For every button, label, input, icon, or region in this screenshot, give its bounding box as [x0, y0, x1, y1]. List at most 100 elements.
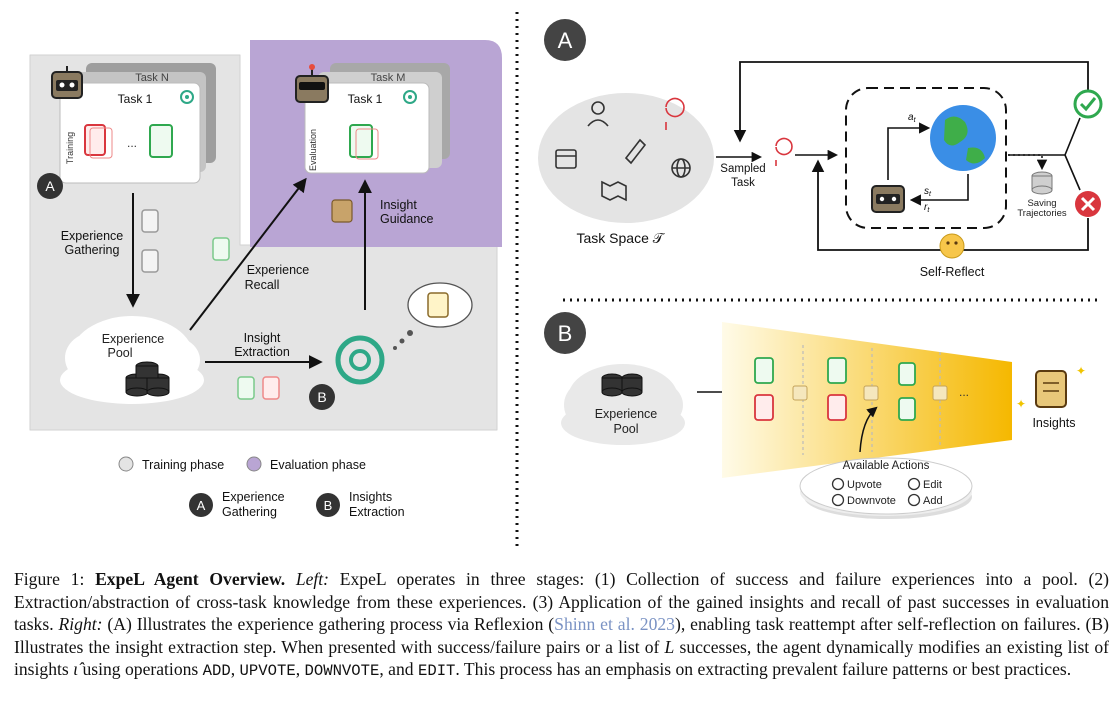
pencil-icon [907, 477, 921, 491]
experience-pool-label-2: Pool [107, 346, 132, 360]
saving-trajectories-label-2: Trajectories [1017, 208, 1067, 219]
legend-a-badge [189, 493, 213, 517]
legend-b-label-2: Extraction [349, 505, 405, 519]
legend-b-badge-text: B [324, 498, 333, 513]
calendar-question-icon [555, 149, 577, 169]
funnel-scroll-1 [792, 385, 808, 401]
legend-b-label-1: Insights [349, 490, 392, 504]
insight-guidance-label-1: Insight [380, 198, 417, 212]
cool-robot-icon [295, 64, 329, 103]
legend-b-badge [316, 493, 340, 517]
experience-pool-label-1: Experience [102, 332, 165, 346]
evaluation-label: Evaluation [308, 129, 318, 171]
experience-recall-arrow [189, 177, 307, 331]
insight-extraction-label-1: Insight [244, 331, 281, 345]
robot-icon [51, 66, 83, 99]
thinking-face-icon [939, 233, 965, 259]
failure-doc-small [262, 376, 280, 400]
map-question-icon [601, 180, 627, 202]
success-doc-small [237, 376, 255, 400]
thought-cloud-scroll-icon [407, 282, 473, 328]
saving-trajectories-arrow [1008, 154, 1048, 171]
person-question-icon [587, 101, 609, 127]
evaluation-task-stack: Task M Task 1 Evaluation [304, 63, 450, 174]
legend-evaluation-label: Evaluation phase [270, 458, 366, 472]
saving-trajectories-label-1: Saving [1027, 198, 1056, 209]
earth-globe-icon [930, 105, 996, 171]
badge-b-left-text: B [317, 389, 326, 405]
left-panel: Task N Task 1 Training ... A Experience … [29, 40, 502, 431]
legend-training-swatch [118, 456, 134, 472]
funnel-ellipsis: ... [959, 385, 969, 399]
right-label: Right: [58, 614, 103, 635]
right-text-5: . This process has an emphasis on extrac… [455, 659, 1072, 680]
downvote-label: Downvote [847, 495, 896, 507]
success-doc-icon [149, 124, 173, 158]
experience-pool-b-label-2: Pool [613, 422, 638, 436]
funnel-success-doc-2 [827, 357, 847, 384]
add-label: Add [923, 495, 943, 507]
right-panel-b: B Experience Pool ... [544, 312, 1086, 519]
funnel-failure-doc-2 [827, 394, 847, 421]
funnel-success-doc-4 [898, 397, 916, 421]
insights-label: Insights [1032, 416, 1075, 430]
legend-a-label-1: Experience [222, 490, 285, 504]
thumbs-down-icon [831, 493, 845, 507]
database-icon-b [601, 373, 643, 397]
failure-doc-icon [84, 124, 106, 156]
insights-scroll-icon: ✦ ✦ [1016, 364, 1086, 411]
badge-a-right-text: A [558, 28, 573, 53]
funnel-failure-doc [754, 394, 774, 421]
left-text: ExpeL operates in three stages: (1) Coll… [14, 569, 1109, 635]
svg-text:✦: ✦ [1076, 364, 1086, 378]
badge-a-right [544, 19, 586, 61]
figure-caption: Figure 1: ExpeL Agent Overview. Left: Ex… [14, 569, 1109, 681]
agent-robot-icon [871, 185, 905, 213]
insight-extraction-label-2: Extraction [234, 345, 290, 359]
left-label: Left: [295, 569, 330, 589]
reward-label: rt [924, 202, 930, 214]
badge-b-left [309, 384, 335, 410]
badge-b-right [544, 312, 586, 354]
openai-icon-eval [403, 90, 417, 104]
and-word: and [388, 659, 414, 680]
add-action: Add [907, 493, 943, 507]
success-doc-eval [349, 124, 373, 158]
legend-training-label: Training phase [142, 458, 224, 472]
badge-a-left [37, 173, 63, 199]
success-check-icon [1073, 89, 1103, 119]
task-m-label: Task M [371, 72, 406, 84]
experience-recall-label-1: Experience [247, 263, 310, 277]
scroll-icon [331, 199, 353, 223]
outcome-branch [1008, 117, 1081, 191]
svg-text:✦: ✦ [1016, 397, 1026, 411]
eval-task-1-label: Task 1 [348, 92, 383, 106]
agent-env-loop-box [845, 87, 1007, 229]
actions-to-funnel-arrow [859, 406, 878, 453]
funnel-scroll-3 [932, 385, 948, 401]
right-text-3: successes, the agent dynamically modifie… [14, 636, 1109, 680]
funnel-success-doc [754, 357, 774, 384]
citation-link[interactable]: Shinn et al. 2023 [554, 614, 675, 635]
legend-evaluation-swatch [246, 456, 262, 472]
training-label: Training [65, 132, 75, 164]
location-question-icon [665, 97, 685, 130]
gray-doc-icons [141, 209, 159, 273]
figure-title: ExpeL Agent Overview. [95, 569, 286, 589]
upvote-label: Upvote [847, 479, 882, 491]
task-1-label: Task 1 [118, 92, 153, 106]
right-text-1: (A) Illustrates the experience gathering… [107, 614, 555, 635]
experience-gathering-label-2: Gathering [65, 243, 120, 257]
success-doc-recall [212, 237, 230, 261]
sampled-task-label-1: Sampled [720, 163, 765, 175]
legend-a-label-2: Gathering [222, 505, 277, 519]
op-add: ADD [202, 662, 231, 681]
state-label: st [924, 186, 932, 198]
edit-action: Edit [907, 477, 942, 491]
right-text-2: ), enabling task reattempt after self-re… [14, 614, 1109, 657]
experience-recall-label-2: Recall [245, 278, 280, 292]
training-task-stack: Task N Task 1 Training ... [59, 63, 216, 184]
badge-a-left-text: A [45, 178, 55, 194]
legend-a-badge-text: A [197, 498, 206, 513]
experience-pool-b-label-1: Experience [595, 407, 658, 421]
